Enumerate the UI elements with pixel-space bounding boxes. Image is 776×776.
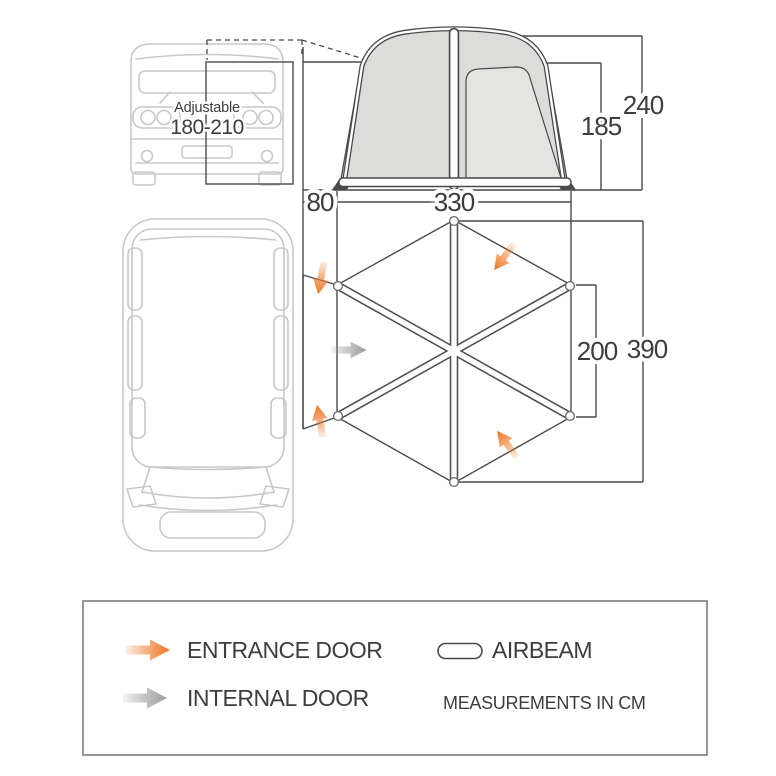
door-height-label: 185	[581, 111, 622, 141]
total-depth-label: 390	[627, 334, 668, 364]
entrance-door-arrow-icon-top-right	[494, 241, 517, 271]
projection-dashed-lines	[206, 39, 365, 60]
airbeam-end-caps	[332, 215, 576, 488]
entrance-door-arrow-icon-top-left	[312, 261, 329, 295]
van-connection-rect	[205, 61, 294, 185]
tent-ground-beam	[338, 177, 572, 188]
adjustable-label: Adjustable	[174, 100, 240, 116]
dimension-labels: Adjustable 180-210 240 185 80 330 200 39…	[168, 86, 673, 370]
legend-box	[82, 600, 708, 756]
awning-width-label: 330	[434, 187, 475, 217]
airbeam-label: AIRBEAM	[492, 637, 592, 663]
inner-width-label: 200	[577, 336, 618, 366]
tent-side-door	[465, 66, 562, 179]
adjustable-range-label: 180-210	[170, 116, 244, 139]
tunnel-depth-label: 80	[307, 187, 334, 217]
elevation-dimension-frame	[205, 35, 643, 429]
inner-dimension-line-200	[576, 284, 597, 418]
van-top-view	[122, 218, 294, 552]
width-dimension-line	[303, 191, 572, 282]
internal-door-label: INTERNAL DOOR	[187, 685, 369, 711]
entrance-door-label: ENTRANCE DOOR	[187, 637, 382, 663]
entrance-door-arrow-icon-bottom-left	[311, 404, 328, 438]
depth-dimension-line-390	[456, 220, 644, 483]
internal-door-arrow-icon	[331, 341, 367, 359]
legend: ENTRANCE DOOR INTERNAL DOOR AIRBEAM MEAS…	[82, 600, 708, 756]
floorplan	[302, 215, 644, 488]
tent-elevation	[332, 26, 576, 191]
van-rear-view	[130, 43, 284, 186]
measurements-note: MEASUREMENTS IN CM	[443, 693, 646, 713]
airbeam-icon	[437, 642, 483, 660]
peak-height-label: 240	[623, 90, 664, 120]
entrance-door-legend-icon	[126, 639, 170, 661]
internal-door-legend-icon	[123, 687, 167, 709]
floorplan-airbeams	[332, 215, 576, 488]
entrance-door-arrow-icon-bottom-right	[497, 430, 520, 460]
